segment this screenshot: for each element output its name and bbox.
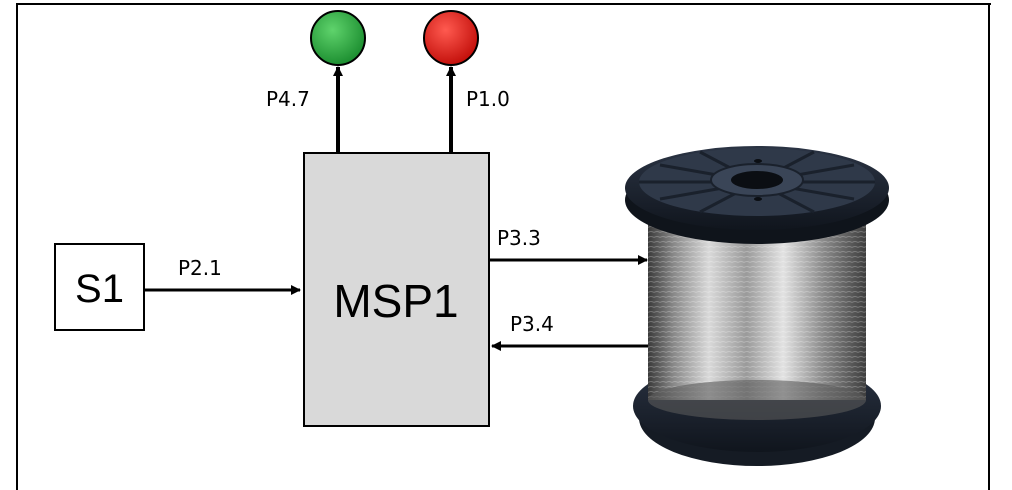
p21-label: P2.1 <box>178 256 222 280</box>
p34-label: P3.4 <box>510 312 554 336</box>
p10-label: P1.0 <box>466 87 510 111</box>
frame-left-border <box>16 3 18 490</box>
p33-label: P3.3 <box>497 226 541 250</box>
msp1-label: MSP1 <box>333 275 458 327</box>
msp1-box <box>303 152 490 427</box>
frame-right-border <box>988 3 990 490</box>
s1-switch-block: S1 <box>54 243 145 331</box>
green-led <box>310 10 366 66</box>
wire-spool-image <box>625 146 889 466</box>
p47-label: P4.7 <box>266 87 310 111</box>
red-led <box>423 10 479 66</box>
msp1-block: MSP1 <box>303 152 490 427</box>
frame-top-border <box>16 3 991 5</box>
s1-label: S1 <box>75 267 124 311</box>
